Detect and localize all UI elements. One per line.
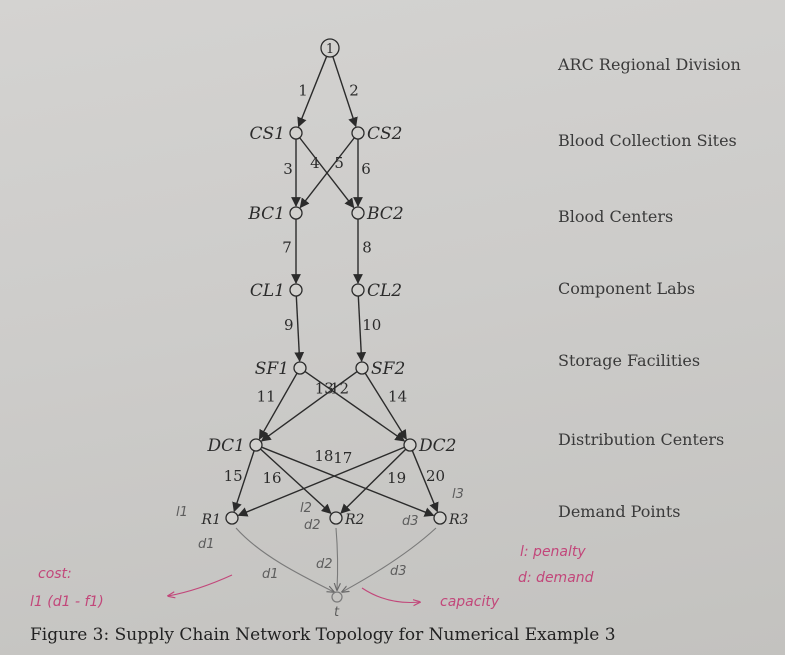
annot-legend-demand: d: demand xyxy=(518,570,594,586)
node-cl1 xyxy=(289,283,303,297)
layer-label-centers: Blood Centers xyxy=(558,207,673,226)
annot-d1: d1 xyxy=(198,537,215,552)
node-origin xyxy=(320,38,340,58)
node-label-cs1: CS1 xyxy=(250,124,285,144)
edge-16 xyxy=(259,448,332,514)
sink-node xyxy=(331,591,343,603)
edge-9 xyxy=(294,295,305,362)
edge-label-4: 4 xyxy=(310,154,320,172)
annot-l3: l3 xyxy=(452,487,464,502)
node-r2 xyxy=(329,511,343,525)
edge-label-19: 19 xyxy=(387,469,406,487)
edge-11 xyxy=(258,372,298,440)
edge-label-10: 10 xyxy=(362,316,381,334)
handwritten-annotations: t l1 d1 l2 d2 d3 l3 d1 d2 d3 cost: l1 (d… xyxy=(30,487,594,620)
sink-edge-r2 xyxy=(336,527,338,590)
annot-cost-formula: l1 (d1 - f1) xyxy=(30,594,104,610)
edge-20 xyxy=(411,450,439,513)
edge-13 xyxy=(260,370,358,442)
edge-label-11: 11 xyxy=(257,388,276,406)
node-r1 xyxy=(225,511,239,525)
edge-18 xyxy=(237,446,405,517)
edge-2 xyxy=(331,53,358,128)
annot-l1: l1 xyxy=(176,505,188,520)
edge-label-1: 1 xyxy=(298,82,308,100)
edge-10 xyxy=(356,295,367,362)
layer-label-distribution: Distribution Centers xyxy=(558,430,724,449)
capacity-pointer-arrow xyxy=(361,587,420,602)
cost-pointer-arrow xyxy=(168,574,233,596)
annot-l2: l2 xyxy=(300,501,312,516)
node-label-r2: R2 xyxy=(344,512,365,528)
edge-annot-d1: d1 xyxy=(262,567,279,582)
node-label-r1: R1 xyxy=(201,512,221,528)
edge-15 xyxy=(232,450,255,513)
sink-edge-r3 xyxy=(342,527,437,592)
edge-label-12: 12 xyxy=(330,380,349,398)
sink-edge-r1 xyxy=(235,527,334,592)
annot-d2: d2 xyxy=(304,518,321,533)
edge-19 xyxy=(340,448,407,514)
node-label-cl1: CL1 xyxy=(250,281,285,301)
layer-label-collection: Blood Collection Sites xyxy=(558,131,737,150)
edge-label-13: 13 xyxy=(315,380,334,398)
node-label-cl2: CL2 xyxy=(367,281,402,301)
annot-cost-label: cost: xyxy=(38,566,72,582)
node-label-dc2: DC2 xyxy=(418,436,456,456)
node-dc2 xyxy=(403,438,417,452)
edge-label-9: 9 xyxy=(284,316,294,334)
node-bc1 xyxy=(289,206,303,220)
edge-5 xyxy=(299,137,355,209)
layer-label-arc: ARC Regional Division xyxy=(557,55,741,74)
edge-label-8: 8 xyxy=(362,239,372,257)
node-cs2 xyxy=(351,126,365,140)
edge-label-7: 7 xyxy=(282,239,292,257)
edge-label-3: 3 xyxy=(283,160,293,178)
node-r3 xyxy=(433,511,447,525)
layer-label-demand: Demand Points xyxy=(558,502,680,521)
node-bc2 xyxy=(351,206,365,220)
edge-14 xyxy=(364,372,407,440)
edge-label-6: 6 xyxy=(361,160,371,178)
edge-label-14: 14 xyxy=(388,388,407,406)
layer-label-storage: Storage Facilities xyxy=(558,351,700,370)
node-label-sf1: SF1 xyxy=(255,359,289,379)
edge-17 xyxy=(261,446,435,517)
annot-capacity: capacity xyxy=(440,594,500,610)
layer-label-labs: Component Labs xyxy=(558,279,695,298)
node-label-bc1: BC1 xyxy=(247,204,285,224)
node-label-sf2: SF2 xyxy=(371,359,405,379)
layer-labels: ARC Regional Division Blood Collection S… xyxy=(557,55,741,521)
node-dc1 xyxy=(249,438,263,452)
node-cl2 xyxy=(351,283,365,297)
node-sf2 xyxy=(355,361,369,375)
annot-d3: d3 xyxy=(402,514,419,529)
edge-label-20: 20 xyxy=(426,467,445,485)
edge-label-17: 17 xyxy=(333,449,352,467)
edge-label-5: 5 xyxy=(334,154,344,172)
edge-annot-d2: d2 xyxy=(316,557,333,572)
node-label-dc1: DC1 xyxy=(207,436,245,456)
edge-label-18: 18 xyxy=(314,447,333,465)
edge-label-15: 15 xyxy=(224,467,243,485)
edge-label-2: 2 xyxy=(349,82,359,100)
edge-12 xyxy=(304,370,406,442)
node-label-r3: R3 xyxy=(448,512,469,528)
node-label-bc2: BC2 xyxy=(366,204,404,224)
node-cs1 xyxy=(289,126,303,140)
node-sf1 xyxy=(293,361,307,375)
node-label-origin: 1 xyxy=(326,42,334,57)
edge-label-16: 16 xyxy=(262,469,281,487)
sink-label: t xyxy=(334,605,340,620)
edge-annot-d3: d3 xyxy=(390,564,407,579)
edge-1 xyxy=(297,53,329,128)
node-label-cs2: CS2 xyxy=(367,124,402,144)
figure-caption: Figure 3: Supply Chain Network Topology … xyxy=(30,625,616,645)
annot-legend-penalty: l: penalty xyxy=(520,544,586,560)
